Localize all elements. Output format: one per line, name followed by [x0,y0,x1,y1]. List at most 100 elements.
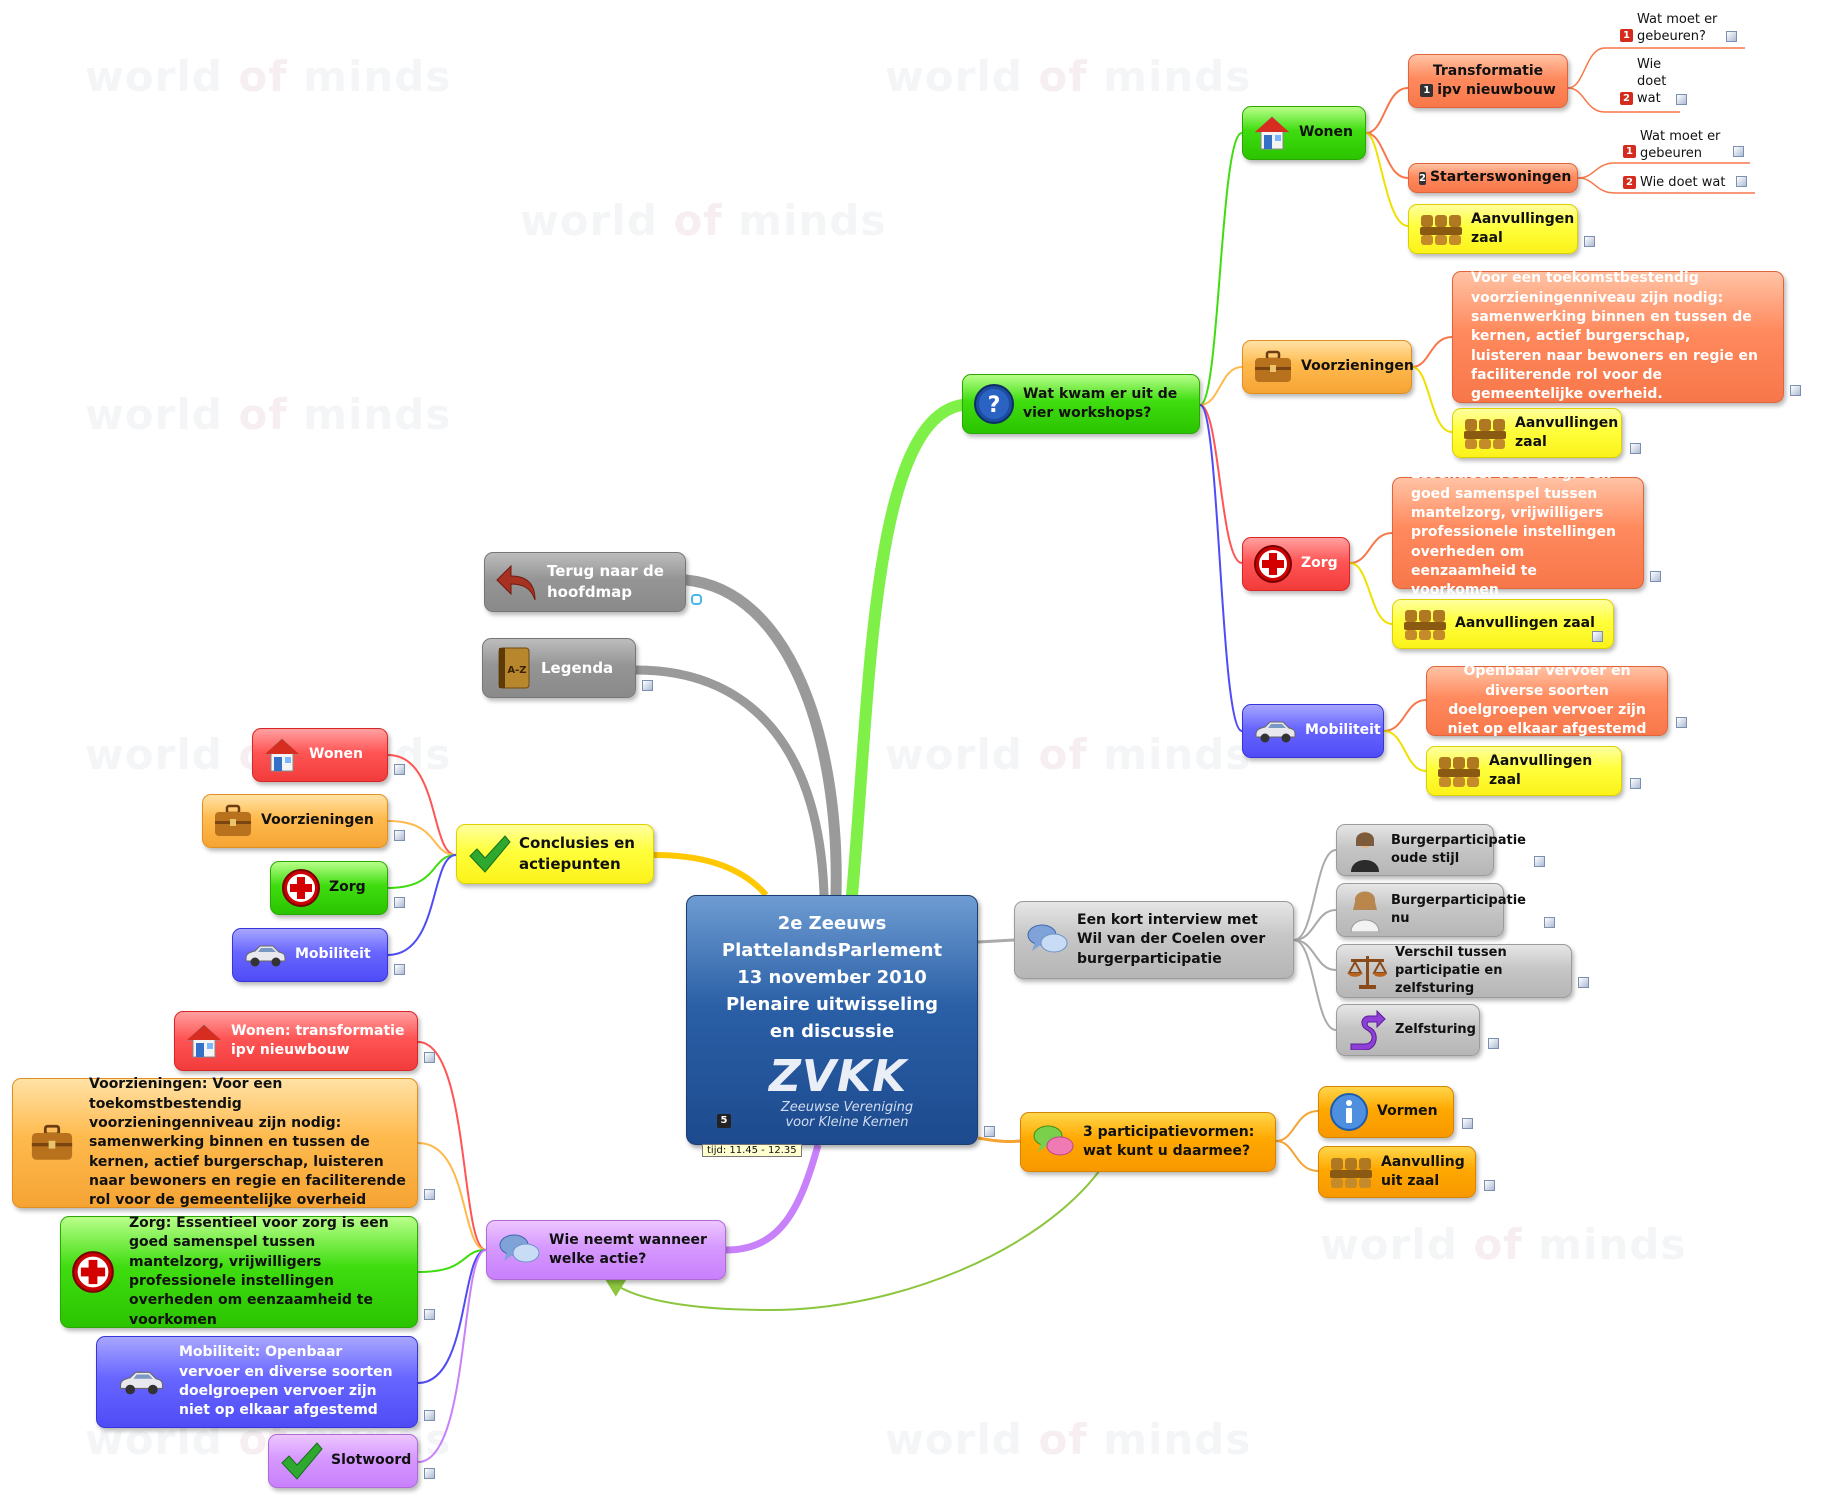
note-icon[interactable] [424,1468,435,1479]
note-icon[interactable] [424,1052,435,1063]
note-icon[interactable] [1650,571,1661,582]
arrow-participatie-actie [604,1169,1101,1312]
note-icon[interactable] [394,964,405,975]
topic-conclusie-voorzieningen[interactable]: Voorzieningen [202,794,388,848]
topic-terug-naar-hoofdmap[interactable]: Terug naar de hoofdmap [484,552,686,612]
priority-2-icon: 2 [1623,176,1636,189]
topic-zorg-detail[interactable]: Essentieel voor zorg: een goed samenspel… [1392,466,1644,598]
note-icon[interactable] [1592,631,1603,642]
note-icon[interactable] [1676,94,1687,105]
topic-actie-mobiliteit[interactable]: Mobiliteit: Openbaar vervoer en diverse … [96,1336,418,1428]
topic-conclusie-wonen[interactable]: Wonen [252,728,388,782]
note-icon[interactable] [1736,176,1747,187]
note-icon[interactable] [642,680,653,691]
note-icon[interactable] [1488,1038,1499,1049]
question-icon: ? [973,383,1015,425]
topic-participatievormen[interactable]: 3 participatievormen: wat kunt u daarmee… [1020,1112,1276,1172]
central-topic[interactable]: 2e Zeeuws PlattelandsParlement 13 novemb… [686,895,978,1145]
topic-wie-neemt-welke-actie[interactable]: Wie neemt wanneer welke actie? [486,1220,726,1280]
topic-burgerparticipatie-nu[interactable]: Burgerparticipatie nu [1336,883,1526,937]
note-icon[interactable] [984,1126,995,1137]
branch-conclusies [653,852,769,897]
note-icon[interactable] [424,1309,435,1320]
branch-workshops [846,399,968,901]
checkmark-icon [279,1441,323,1481]
topic-conclusies[interactable]: Conclusies en actiepunten [456,824,654,884]
priority-2-icon: 2 [1419,171,1426,185]
note-icon[interactable] [1462,1118,1473,1129]
note-icon[interactable] [424,1410,435,1421]
note-icon[interactable] [1584,236,1595,247]
note-icon[interactable] [1544,917,1555,928]
topic-interview[interactable]: Een kort interview met Wil van der Coele… [1014,901,1294,979]
watermark: world of minds [885,730,1252,779]
note-icon[interactable] [1534,856,1545,867]
link-icon[interactable] [691,594,702,605]
note-icon[interactable] [1578,977,1589,988]
topic-aanvullingen-zaal[interactable]: Aanvullingen zaal [1392,599,1614,649]
topic-mobiliteit-detail[interactable]: Openbaar vervoer en diverse soorten doel… [1426,663,1668,737]
topic-conclusie-mobiliteit[interactable]: Mobiliteit [232,928,388,982]
house-icon [263,736,301,774]
priority-1-icon: 1 [1420,84,1434,97]
topic-wonen[interactable]: Wonen [1242,106,1366,160]
person-woman-icon [1347,828,1383,872]
slide-number-badge: 5 [717,1114,731,1128]
topic-mobiliteit[interactable]: Mobiliteit [1242,704,1384,758]
briefcase-icon [1253,350,1293,384]
topic-voorzieningen-detail[interactable]: Voor een toekomstbestendig voorzieningen… [1452,270,1784,403]
topic-workshops[interactable]: ? Wat kwam er uit de vier workshops? [962,374,1200,434]
topic-starterswoningen[interactable]: 2 Starterswoningen [1408,163,1578,193]
watermark: world of minds [885,1415,1252,1464]
audience-seats-icon [1463,415,1507,451]
note-icon[interactable] [1676,717,1687,728]
note-icon[interactable] [1630,443,1641,454]
topic-burgerparticipatie-oude-stijl[interactable]: Burgerparticipatie oude stijl [1336,824,1526,876]
topic-actie-zorg[interactable]: Zorg: Essentieel voor zorg is een goed s… [60,1215,418,1328]
briefcase-icon [213,804,253,838]
note-icon[interactable] [394,897,405,908]
topic-zorg[interactable]: Zorg [1242,537,1350,591]
topic-slotwoord[interactable]: Slotwoord [268,1434,418,1488]
topic-actie-wonen[interactable]: Wonen: transformatie ipv nieuwbouw [174,1011,418,1071]
topic-aanvullingen-zaal[interactable]: Aanvullingen zaal [1452,408,1622,458]
info-icon [1329,1092,1369,1132]
house-icon [185,1022,223,1060]
topic-aanvullingen-zaal[interactable]: Aanvullingen zaal [1408,204,1578,254]
topic-zelfsturing[interactable]: Zelfsturing [1336,1004,1480,1056]
note-icon[interactable] [1630,778,1641,789]
note-icon[interactable] [394,764,405,775]
zvkk-logo: ZVKK [769,1051,908,1102]
topic-verschil[interactable]: Verschil tussen participatie en zelfstur… [1336,944,1572,998]
topic-legenda[interactable]: A-Z Legenda [482,638,636,698]
note-icon[interactable] [1726,31,1737,42]
note-icon[interactable] [394,830,405,841]
scales-icon [1347,951,1387,991]
topic-aanvullingen-zaal[interactable]: Aanvullingen zaal [1426,746,1622,796]
watermark: world of minds [85,52,452,101]
central-title: 2e Zeeuws PlattelandsParlement 13 novemb… [721,913,943,1042]
branch-actie [725,1144,822,1254]
watermark: world of minds [520,196,887,245]
svg-text:A-Z: A-Z [507,665,526,676]
topic-voorzieningen[interactable]: Voorzieningen [1242,340,1414,394]
branch-legenda [631,665,829,900]
checkmark-icon [467,834,511,874]
note-icon[interactable] [1733,146,1744,157]
topic-aanvulling-uit-zaal[interactable]: Aanvulling uit zaal [1318,1146,1476,1198]
chat-bubbles-icon [497,1232,541,1268]
car-icon [1253,718,1297,744]
topic-vormen[interactable]: Vormen [1318,1086,1454,1138]
note-icon[interactable] [1484,1180,1495,1191]
note-icon[interactable] [1790,385,1801,396]
topic-actie-voorzieningen[interactable]: Voorzieningen: Voor een toekomstbestendi… [12,1076,418,1208]
note-icon[interactable] [424,1189,435,1200]
topic-conclusie-zorg[interactable]: Zorg [270,861,388,915]
book-icon: A-Z [493,646,533,690]
